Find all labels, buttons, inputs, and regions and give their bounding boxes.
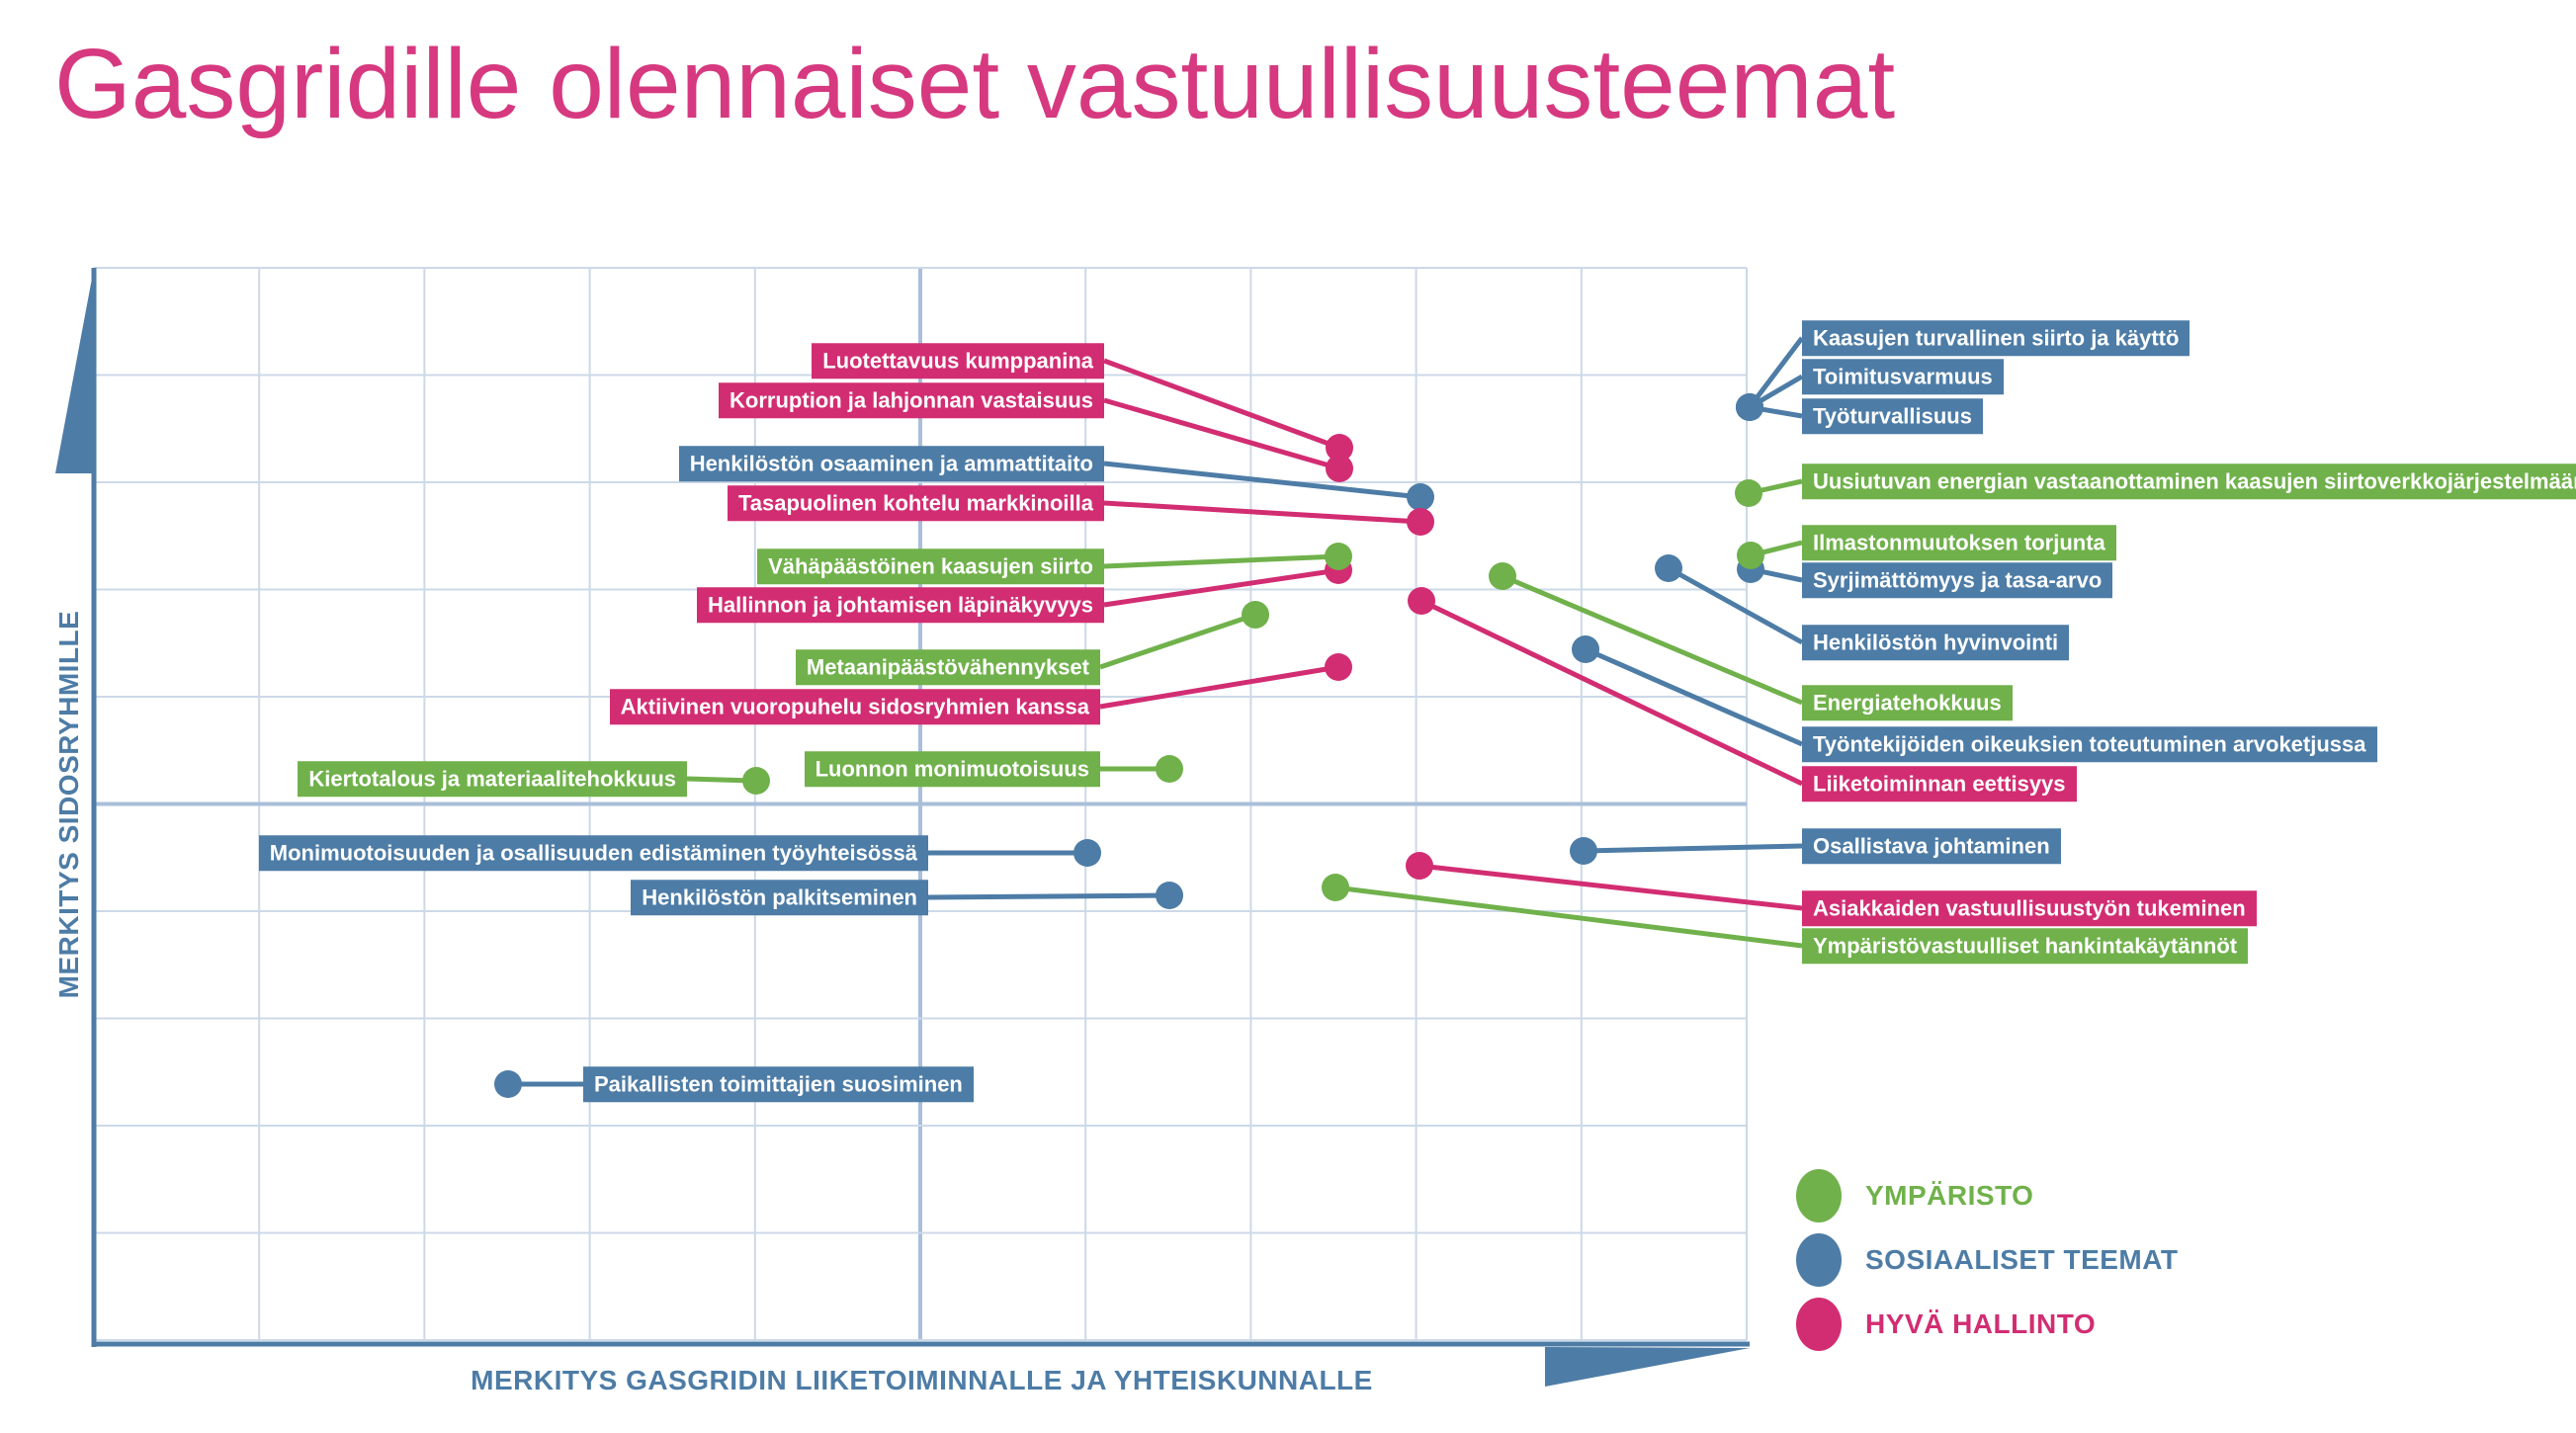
data-point-hallinto bbox=[1326, 455, 1353, 482]
theme-label: Toimitusvarmuus bbox=[1802, 359, 2004, 394]
legend-dot-ymparisto bbox=[1796, 1169, 1842, 1222]
data-point-hallinto bbox=[1406, 852, 1433, 880]
data-point-ymparisto bbox=[1737, 542, 1764, 569]
theme-label: Kiertotalous ja materiaalitehokkuus bbox=[298, 761, 687, 797]
data-point-hallinto bbox=[1408, 587, 1435, 615]
theme-label: Energiatehokkuus bbox=[1802, 685, 2013, 720]
data-point-hallinto bbox=[1326, 434, 1353, 462]
theme-label: Vähäpäästöinen kaasujen siirto bbox=[757, 548, 1104, 584]
connector-line bbox=[927, 892, 1170, 900]
connector-line bbox=[1584, 646, 1804, 747]
data-point-sosiaaliset bbox=[1736, 393, 1763, 421]
theme-label: Osallistava johtaminen bbox=[1802, 828, 2061, 864]
legend-dot-hallinto bbox=[1796, 1298, 1842, 1351]
theme-label: Työturvallisuus bbox=[1802, 398, 1983, 434]
connector-line bbox=[1103, 553, 1339, 569]
data-point-ymparisto bbox=[742, 767, 770, 795]
legend-item-ymparisto: YMPÄRISTO bbox=[1796, 1169, 2179, 1222]
theme-label: Liiketoiminnan eettisyys bbox=[1802, 766, 2077, 801]
data-point-sosiaaliset bbox=[494, 1070, 522, 1098]
legend-label: YMPÄRISTO bbox=[1865, 1180, 2034, 1211]
theme-label: Tasapuolinen kohtelu markkinoilla bbox=[727, 485, 1104, 521]
connector-line bbox=[1667, 565, 1804, 645]
theme-label: Monimuotoisuuden ja osallisuuden edistäm… bbox=[258, 835, 928, 871]
theme-label: Syrjimättömyys ja tasa-arvo bbox=[1802, 562, 2113, 598]
legend-item-sosiaaliset: SOSIAALISET TEEMAT bbox=[1796, 1233, 2179, 1287]
theme-label: Kaasujen turvallinen siirto ja käyttö bbox=[1802, 320, 2190, 356]
connector-line bbox=[1419, 598, 1804, 787]
theme-label: Henkilöstön palkitseminen bbox=[631, 880, 928, 915]
legend-dot-sosiaaliset bbox=[1796, 1233, 1842, 1287]
theme-label: Uusiutuvan energian vastaanottaminen kaa… bbox=[1802, 464, 2576, 499]
y-axis-arrow bbox=[55, 268, 94, 473]
data-point-sosiaaliset bbox=[1572, 635, 1599, 663]
connector-line bbox=[1502, 573, 1803, 706]
legend-label: HYVÄ HALLINTO bbox=[1865, 1308, 2097, 1339]
data-point-ymparisto bbox=[1322, 874, 1349, 901]
connector-line bbox=[1748, 336, 1804, 409]
connector-line bbox=[1103, 567, 1339, 608]
data-point-ymparisto bbox=[1242, 601, 1269, 629]
legend-label: SOSIAALISET TEEMAT bbox=[1865, 1244, 2179, 1275]
theme-label: Metaanipäästövähennykset bbox=[795, 649, 1100, 685]
theme-label: Luonnon monimuotoisuus bbox=[804, 751, 1100, 787]
theme-label: Aktiivinen vuoropuhelu sidosryhmien kans… bbox=[609, 689, 1100, 724]
theme-label: Paikallisten toimittajien suosiminen bbox=[583, 1066, 974, 1102]
data-point-ymparisto bbox=[1735, 479, 1762, 507]
data-point-ymparisto bbox=[1489, 562, 1516, 590]
data-point-sosiaaliset bbox=[1073, 839, 1101, 867]
x-axis-arrow bbox=[1545, 1347, 1750, 1387]
connector-line bbox=[1099, 664, 1339, 710]
theme-label: Luotettavuus kumppanina bbox=[812, 343, 1104, 379]
connector-line bbox=[1103, 397, 1340, 471]
legend-item-hallinto: HYVÄ HALLINTO bbox=[1796, 1298, 2179, 1351]
connector-line bbox=[1334, 885, 1803, 949]
theme-label: Henkilöstön hyvinvointi bbox=[1802, 625, 2070, 660]
y-axis-label: MERKITYS SIDOSRYHMILLE bbox=[53, 610, 84, 999]
data-point-ymparisto bbox=[1325, 543, 1352, 570]
theme-label: Työntekijöiden oikeuksien toteutuminen a… bbox=[1802, 726, 2377, 762]
data-point-sosiaaliset bbox=[1156, 882, 1183, 909]
theme-label: Asiakkaiden vastuullisuustyön tukeminen bbox=[1802, 890, 2257, 926]
legend: YMPÄRISTO SOSIAALISET TEEMAT HYVÄ HALLIN… bbox=[1796, 1169, 2179, 1362]
theme-label: Korruption ja lahjonnan vastaisuus bbox=[719, 382, 1104, 418]
data-point-hallinto bbox=[1407, 508, 1434, 536]
connector-line bbox=[1103, 461, 1421, 500]
connector-line bbox=[1103, 358, 1340, 451]
theme-label: Ympäristövastuulliset hankintakäytännöt bbox=[1802, 928, 2249, 964]
data-point-ymparisto bbox=[1156, 755, 1183, 783]
data-point-sosiaaliset bbox=[1407, 483, 1434, 511]
page-title: Gasgridille olennaiset vastuullisuusteem… bbox=[54, 29, 1896, 139]
x-axis-label: MERKITYS GASGRIDIN LIIKETOIMINNALLE JA Y… bbox=[471, 1365, 1373, 1395]
data-point-sosiaaliset bbox=[1570, 837, 1597, 865]
theme-label: Ilmastonmuutoksen torjunta bbox=[1802, 525, 2116, 560]
connector-line bbox=[1099, 612, 1256, 670]
data-point-sosiaaliset bbox=[1655, 554, 1682, 582]
data-point-hallinto bbox=[1325, 653, 1352, 681]
theme-label: Henkilöstön osaaminen ja ammattitaito bbox=[678, 446, 1104, 481]
connector-line bbox=[1418, 863, 1803, 911]
connector-line bbox=[1103, 500, 1421, 525]
connector-line bbox=[1583, 843, 1803, 854]
theme-label: Hallinnon ja johtamisen läpinäkyvyys bbox=[696, 587, 1104, 623]
